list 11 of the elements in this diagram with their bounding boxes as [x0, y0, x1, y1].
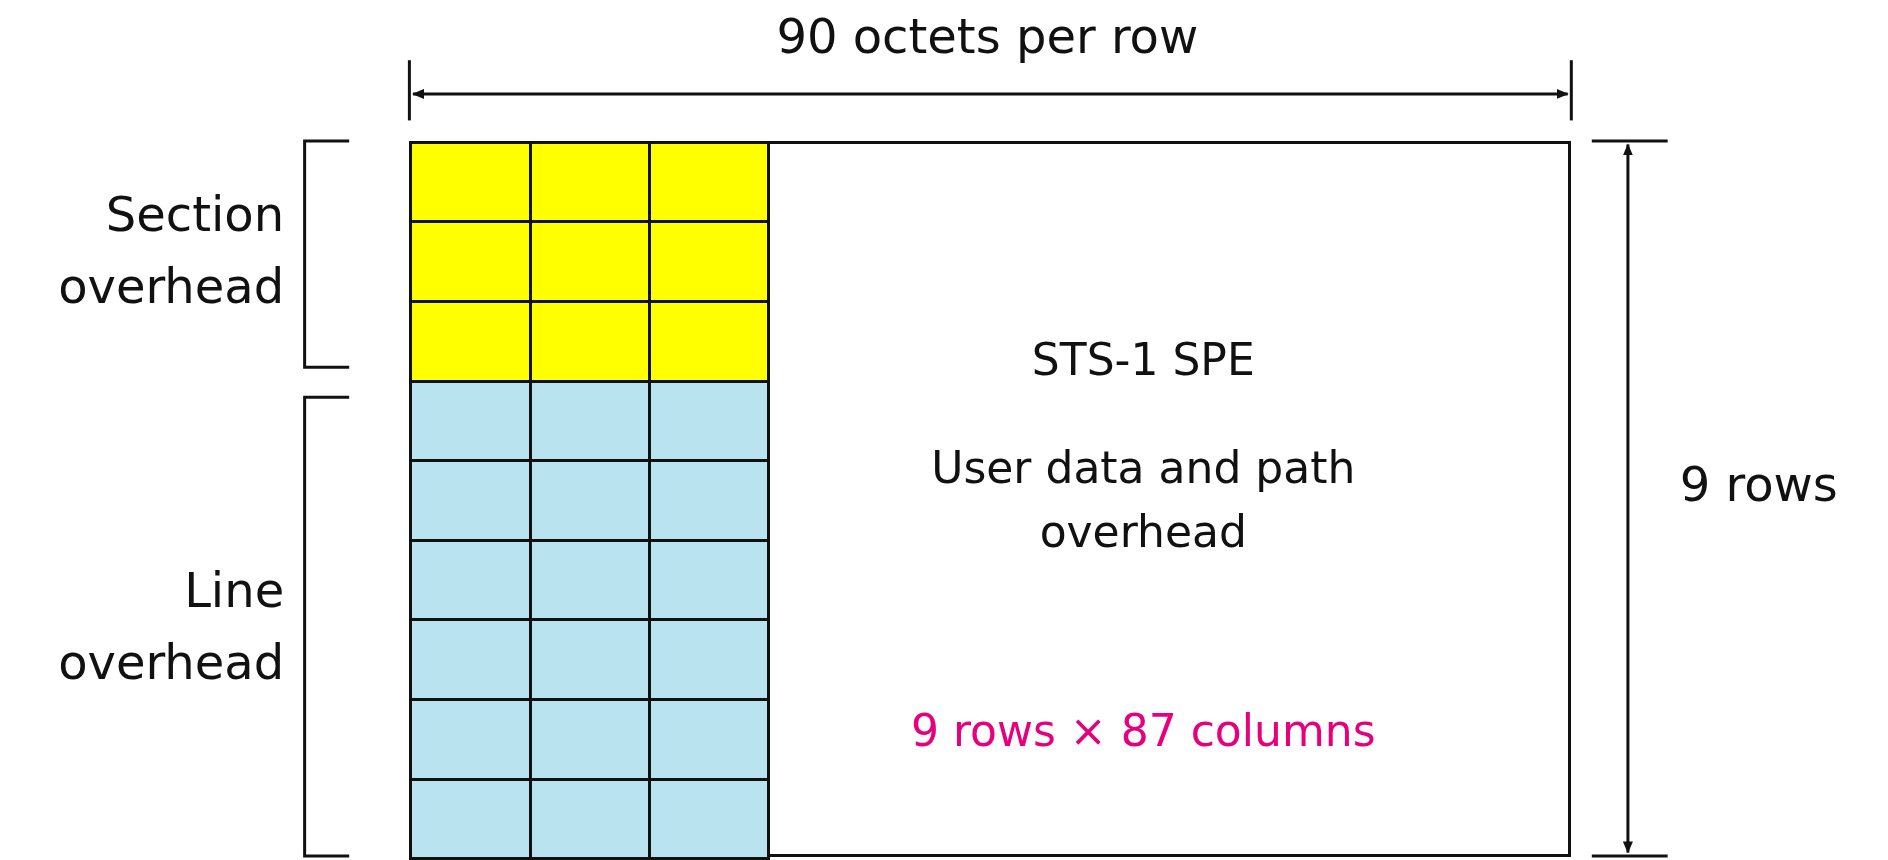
area-title: STS-1 SPE — [1030, 333, 1256, 388]
grid-cell — [409, 459, 532, 542]
grid-cell — [409, 698, 532, 781]
bracket-label: Section overhead — [57, 185, 285, 317]
payload-area — [767, 140, 1572, 858]
dimension-label: 9 rows — [1679, 454, 1839, 514]
grid-cell — [409, 300, 532, 383]
bracket-label: Line overhead — [57, 560, 285, 692]
dimension-label: 90 octets per row — [775, 7, 1200, 66]
dimension-note: 9 rows × 87 columns — [909, 703, 1377, 758]
area-description: User data and path overhead — [930, 441, 1357, 560]
